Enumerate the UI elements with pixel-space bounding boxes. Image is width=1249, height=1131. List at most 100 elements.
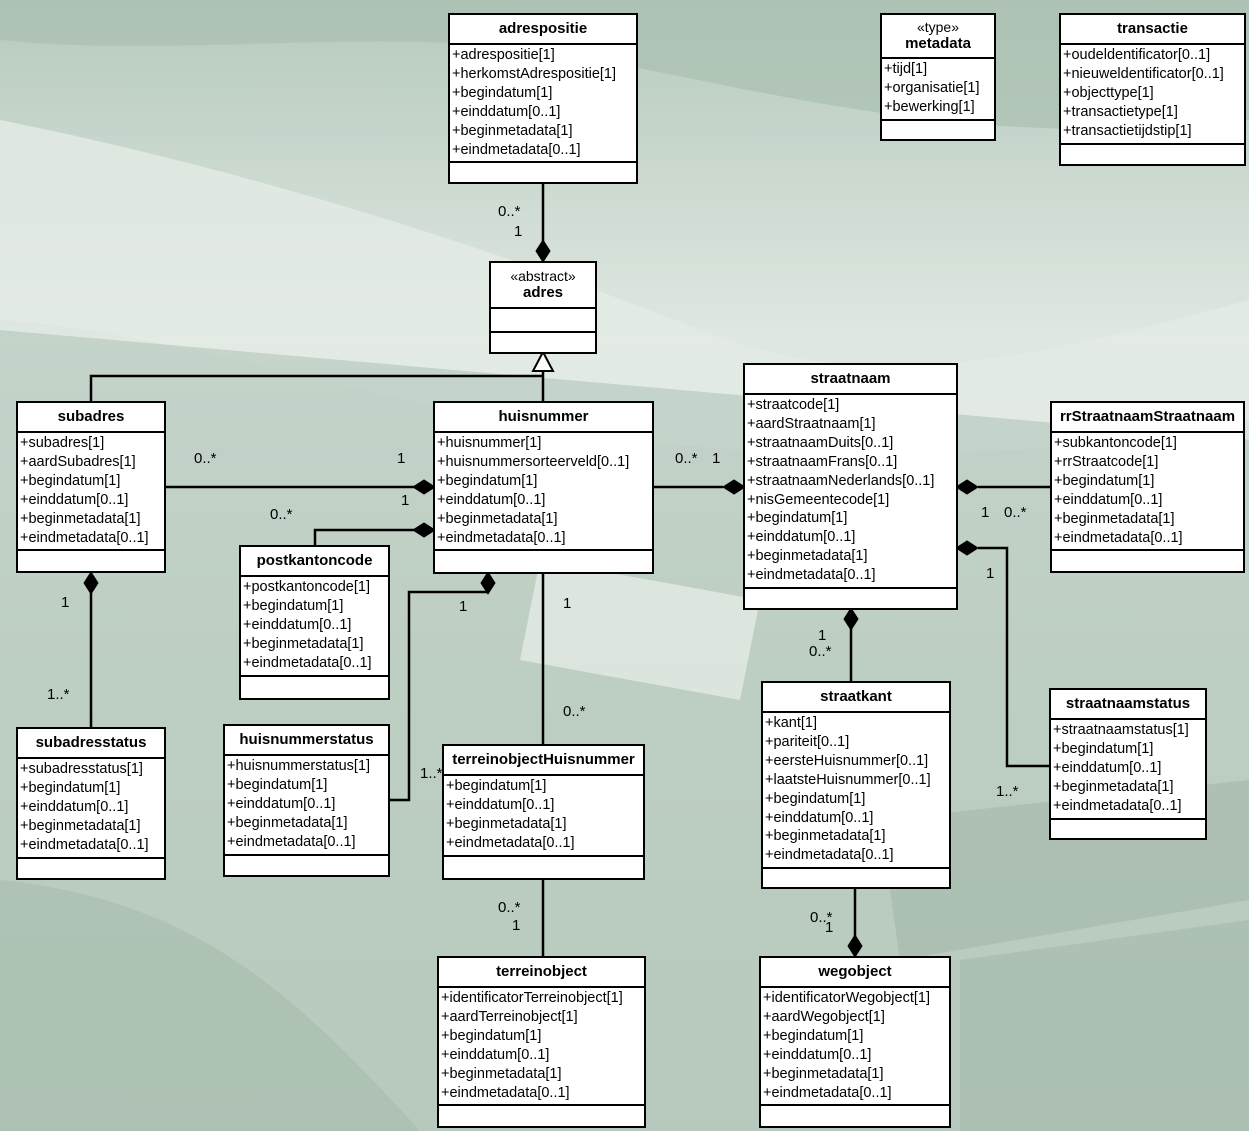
- attribute: +beginmetadata[1]: [20, 510, 141, 527]
- attribute: +eindmetadata[0..1]: [452, 141, 581, 158]
- multiplicity-label: 0..*: [675, 450, 698, 467]
- multiplicity-label: 1: [397, 450, 406, 467]
- class-name: straatkant: [763, 683, 949, 713]
- multiplicity-label: 0..*: [563, 703, 586, 720]
- class-rrstraatnaamstraatnaam: rrStraatnaamStraatnaam +subkantoncode[1]…: [1050, 401, 1245, 573]
- attribute: +eindmetadata[0..1]: [441, 1084, 570, 1101]
- class-name: adres: [522, 284, 564, 301]
- class-name: adrespositie: [450, 15, 636, 45]
- attribute: +oudeldentificator[0..1]: [1063, 47, 1211, 63]
- attribute: +begindatum[1]: [437, 472, 538, 489]
- attribute: +begindatum[1]: [747, 510, 848, 527]
- attribute: +eindmetadata[0..1]: [1054, 529, 1183, 546]
- operations-compartment: [1052, 551, 1243, 571]
- attribute-list: +oudeldentificator[0..1] +nieuweldentifi…: [1061, 45, 1244, 145]
- attribute: +einddatum[0..1]: [227, 795, 336, 812]
- multiplicity-label: 0..*: [1004, 504, 1027, 521]
- attribute: +eindmetadata[0..1]: [765, 847, 894, 864]
- attribute-list: +tijd[1] +organisatie[1] +bewerking[1]: [882, 59, 994, 121]
- class-name: huisnummer: [435, 403, 652, 433]
- attribute: +beginmetadata[1]: [1054, 510, 1175, 527]
- attribute-list: +adrespositie[1] +herkomstAdrespositie[1…: [450, 45, 636, 164]
- attribute: +subadres[1]: [20, 435, 105, 451]
- attribute: +beginmetadata[1]: [765, 828, 886, 845]
- attribute: +subkantoncode[1]: [1054, 435, 1177, 451]
- class-name: straatnaam: [745, 365, 956, 395]
- attribute: +begindatum[1]: [227, 776, 328, 793]
- class-name: subadres: [18, 403, 164, 433]
- class-name: terreinobject: [439, 958, 644, 988]
- class-transactie: transactie +oudeldentificator[0..1] +nie…: [1059, 13, 1246, 166]
- multiplicity-label: 1: [512, 917, 521, 934]
- attribute: +rrStraatcode[1]: [1054, 453, 1159, 470]
- multiplicity-label: 1..*: [420, 765, 443, 782]
- multiplicity-label: 1: [818, 627, 827, 644]
- multiplicity-label: 1: [981, 504, 990, 521]
- attribute: +identificatorWegobject[1]: [763, 990, 930, 1006]
- attribute: +eindmetadata[0..1]: [763, 1084, 892, 1101]
- operations-compartment: [761, 1106, 949, 1126]
- multiplicity-label: 0..*: [194, 450, 217, 467]
- attribute: +eersteHuisnummer[0..1]: [765, 752, 929, 769]
- class-header: «abstract» adres: [491, 263, 595, 309]
- class-name: wegobject: [761, 958, 949, 988]
- class-huisnummer: huisnummer +huisnummer[1] +huisnummersor…: [433, 401, 654, 574]
- multiplicity-label: 0..*: [498, 203, 521, 220]
- class-terreinobjecthuisnummer: terreinobjectHuisnummer +begindatum[1] +…: [442, 744, 645, 880]
- operations-compartment: [435, 551, 652, 572]
- operations-compartment: [18, 551, 164, 571]
- attribute-list: [491, 309, 595, 333]
- multiplicity-label: 1: [563, 595, 572, 612]
- attribute: +huisnummer[1]: [437, 435, 542, 451]
- attribute: +einddatum[0..1]: [1054, 491, 1163, 508]
- attribute: +transactietijdstip[1]: [1063, 122, 1192, 139]
- multiplicity-label: 1: [986, 565, 995, 582]
- attribute: +eindmetadata[0..1]: [1053, 797, 1182, 814]
- class-name: metadata: [905, 35, 971, 52]
- operations-compartment: [241, 677, 388, 698]
- multiplicity-label: 1: [61, 594, 70, 611]
- class-adres: «abstract» adres: [489, 261, 597, 354]
- attribute-list: +straatcode[1] +aardStraatnaam[1] +straa…: [745, 395, 956, 590]
- class-postkantoncode: postkantoncode +postkantoncode[1] +begin…: [239, 545, 390, 700]
- attribute: +kant[1]: [765, 715, 817, 731]
- attribute: +straatnaamNederlands[0..1]: [747, 472, 935, 489]
- attribute: +nieuweldentificator[0..1]: [1063, 65, 1224, 82]
- class-straatnaam: straatnaam +straatcode[1] +aardStraatnaa…: [743, 363, 958, 610]
- attribute: +begindatum[1]: [441, 1027, 542, 1044]
- attribute: +eindmetadata[0..1]: [747, 567, 876, 584]
- multiplicity-label: 1: [401, 492, 410, 509]
- multiplicity-label: 1..*: [47, 686, 70, 703]
- attribute: +nisGemeentecode[1]: [747, 491, 890, 508]
- attribute: +beginmetadata[1]: [243, 635, 364, 652]
- attribute-list: +huisnummerstatus[1] +begindatum[1] +ein…: [225, 756, 388, 856]
- attribute-list: +huisnummer[1] +huisnummersorteerveld[0.…: [435, 433, 652, 552]
- operations-compartment: [745, 589, 956, 608]
- attribute: +aardSubadres[1]: [20, 453, 136, 470]
- class-subadresstatus: subadresstatus +subadresstatus[1] +begin…: [16, 727, 166, 880]
- class-subadres: subadres +subadres[1] +aardSubadres[1] +…: [16, 401, 166, 573]
- attribute: +begindatum[1]: [446, 778, 547, 794]
- attribute: +aardTerreinobject[1]: [441, 1008, 578, 1025]
- attribute: +eindmetadata[0..1]: [20, 529, 149, 546]
- attribute: +huisnummerstatus[1]: [227, 758, 371, 774]
- attribute: +straatnaamstatus[1]: [1053, 722, 1189, 738]
- attribute: +eindmetadata[0..1]: [437, 529, 566, 546]
- class-wegobject: wegobject +identificatorWegobject[1] +aa…: [759, 956, 951, 1128]
- attribute: +einddatum[0..1]: [437, 491, 546, 508]
- class-straatkant: straatkant +kant[1] +pariteit[0..1] +eer…: [761, 681, 951, 889]
- attribute-list: +identificatorWegobject[1] +aardWegobjec…: [761, 988, 949, 1107]
- attribute: +begindatum[1]: [763, 1027, 864, 1044]
- operations-compartment: [491, 333, 595, 352]
- attribute-list: +subadresstatus[1] +begindatum[1] +eindd…: [18, 759, 164, 859]
- attribute: +eindmetadata[0..1]: [446, 834, 575, 851]
- attribute: +bewerking[1]: [884, 98, 975, 115]
- attribute: +einddatum[0..1]: [243, 616, 352, 633]
- operations-compartment: [882, 121, 994, 139]
- multiplicity-label: 1: [712, 450, 721, 467]
- attribute: +huisnummersorteerveld[0..1]: [437, 453, 630, 470]
- attribute: +einddatum[0..1]: [20, 798, 129, 815]
- operations-compartment: [1061, 145, 1244, 164]
- attribute: +organisatie[1]: [884, 79, 980, 96]
- attribute: +eindmetadata[0..1]: [227, 833, 356, 850]
